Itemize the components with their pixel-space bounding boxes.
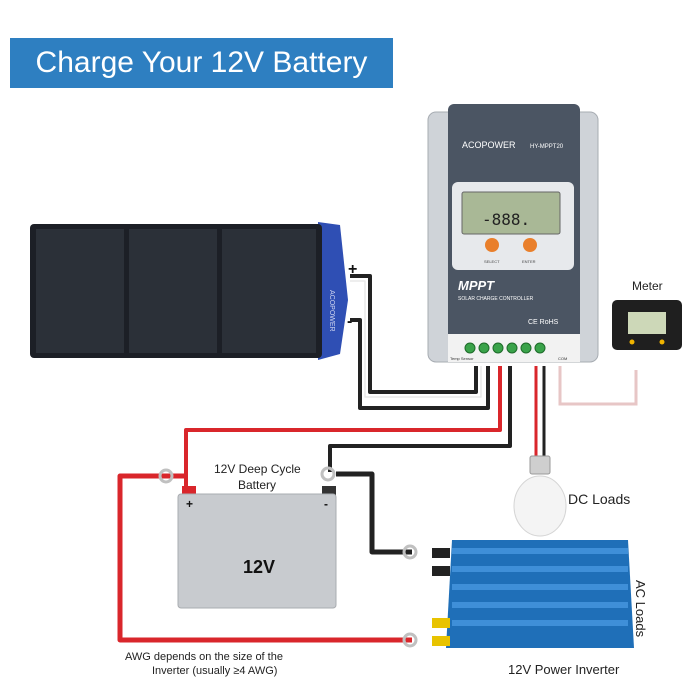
charge-controller: ACOPOWER HY-MPPT20 -888. SELECT ENTER MP… bbox=[427, 104, 599, 363]
panel-wire-positive bbox=[350, 274, 478, 394]
bulb-glass bbox=[513, 475, 567, 537]
inverter-fin-5 bbox=[452, 620, 628, 626]
battery-label-line2: Battery bbox=[238, 478, 276, 492]
inverter-fin-2 bbox=[452, 566, 628, 572]
battery: + - 12V bbox=[177, 486, 337, 609]
controller-model: HY-MPPT20 bbox=[530, 144, 564, 150]
battery-label-line1: 12V Deep Cycle bbox=[214, 462, 301, 476]
select-button-label: SELECT bbox=[484, 259, 500, 264]
power-inverter bbox=[432, 540, 634, 648]
remote-meter bbox=[612, 300, 682, 350]
inverter-terminal-yellow-2 bbox=[432, 636, 450, 646]
inverter-label: 12V Power Inverter bbox=[508, 662, 620, 677]
enter-button-label: ENTER bbox=[522, 259, 536, 264]
select-button[interactable] bbox=[485, 238, 499, 252]
battery-minus-mark: - bbox=[324, 497, 328, 511]
terminal-2 bbox=[478, 342, 490, 354]
panel-cell-2 bbox=[129, 229, 217, 353]
meter-label: Meter bbox=[632, 279, 663, 293]
battery-wire-negative bbox=[328, 366, 512, 472]
inverter-fin-3 bbox=[452, 584, 628, 590]
controller-cert: CE RoHS bbox=[528, 319, 559, 326]
panel-cell-1 bbox=[36, 229, 124, 353]
inverter-fin-1 bbox=[452, 548, 628, 554]
solar-panel: ACOPOWER bbox=[30, 222, 348, 360]
battery-case bbox=[177, 493, 337, 609]
panel-wire-negative bbox=[350, 318, 490, 410]
controller-lcd-readout: -888. bbox=[482, 210, 530, 229]
terminal-4 bbox=[506, 342, 518, 354]
inverter-wires bbox=[117, 471, 412, 643]
awg-note-line1: AWG depends on the size of the bbox=[125, 651, 283, 663]
dc-load-wires bbox=[534, 366, 546, 456]
bulb-base bbox=[529, 455, 551, 475]
controller-subtitle: SOLAR CHARGE CONTROLLER bbox=[458, 296, 534, 302]
panel-wires bbox=[350, 274, 490, 410]
light-bulb bbox=[513, 455, 567, 537]
terminal-3 bbox=[492, 342, 504, 354]
awg-note-line2: Inverter (usually ≥4 AWG) bbox=[152, 665, 277, 677]
ac-loads-label: AC Loads bbox=[633, 580, 648, 638]
panel-side-trim bbox=[318, 222, 348, 360]
battery-voltage: 12V bbox=[243, 557, 275, 577]
meter-screen bbox=[628, 312, 666, 334]
ring-lug-1 bbox=[158, 468, 174, 484]
ring-lug-3 bbox=[402, 544, 418, 560]
panel-minus-label: - bbox=[347, 313, 352, 330]
inverter-terminal-black-1 bbox=[432, 548, 450, 558]
inverter-fin-4 bbox=[452, 602, 628, 608]
inverter-wire-positive bbox=[117, 473, 412, 643]
controller-lcd bbox=[461, 191, 561, 235]
panel-brand-text: ACOPOWER bbox=[328, 290, 335, 332]
meter-button-2 bbox=[659, 339, 665, 345]
inverter-terminal-black-2 bbox=[432, 566, 450, 576]
terminal-5 bbox=[520, 342, 532, 354]
inverter-terminal-yellow-1 bbox=[432, 618, 450, 628]
panel-wire-positive-highlight bbox=[350, 280, 482, 398]
terminal-6 bbox=[534, 342, 546, 354]
com-port-label: COM bbox=[558, 356, 567, 361]
temp-sensor-port-label: Temp Sensor bbox=[450, 356, 474, 361]
panel-plus-label: + bbox=[348, 261, 357, 278]
controller-brand: ACOPOWER bbox=[462, 140, 516, 150]
ring-lug-4 bbox=[402, 632, 418, 648]
meter-button-1 bbox=[629, 339, 635, 345]
dc-loads-label: DC Loads bbox=[568, 491, 630, 507]
inverter-wire-negative bbox=[336, 471, 412, 555]
meter-cable bbox=[558, 366, 638, 406]
terminal-1 bbox=[464, 342, 476, 354]
battery-negative-terminal bbox=[322, 486, 336, 496]
battery-plus-mark: + bbox=[186, 497, 193, 511]
inverter-body bbox=[446, 540, 634, 648]
battery-wires bbox=[184, 366, 512, 486]
title-banner: Charge Your 12V Battery bbox=[10, 38, 393, 88]
enter-button[interactable] bbox=[523, 238, 537, 252]
battery-positive-terminal bbox=[182, 486, 196, 496]
ring-lug-2 bbox=[320, 466, 336, 482]
panel-cell-3 bbox=[222, 229, 316, 353]
controller-mppt-label: MPPT bbox=[458, 278, 495, 293]
battery-wire-positive bbox=[184, 366, 502, 486]
